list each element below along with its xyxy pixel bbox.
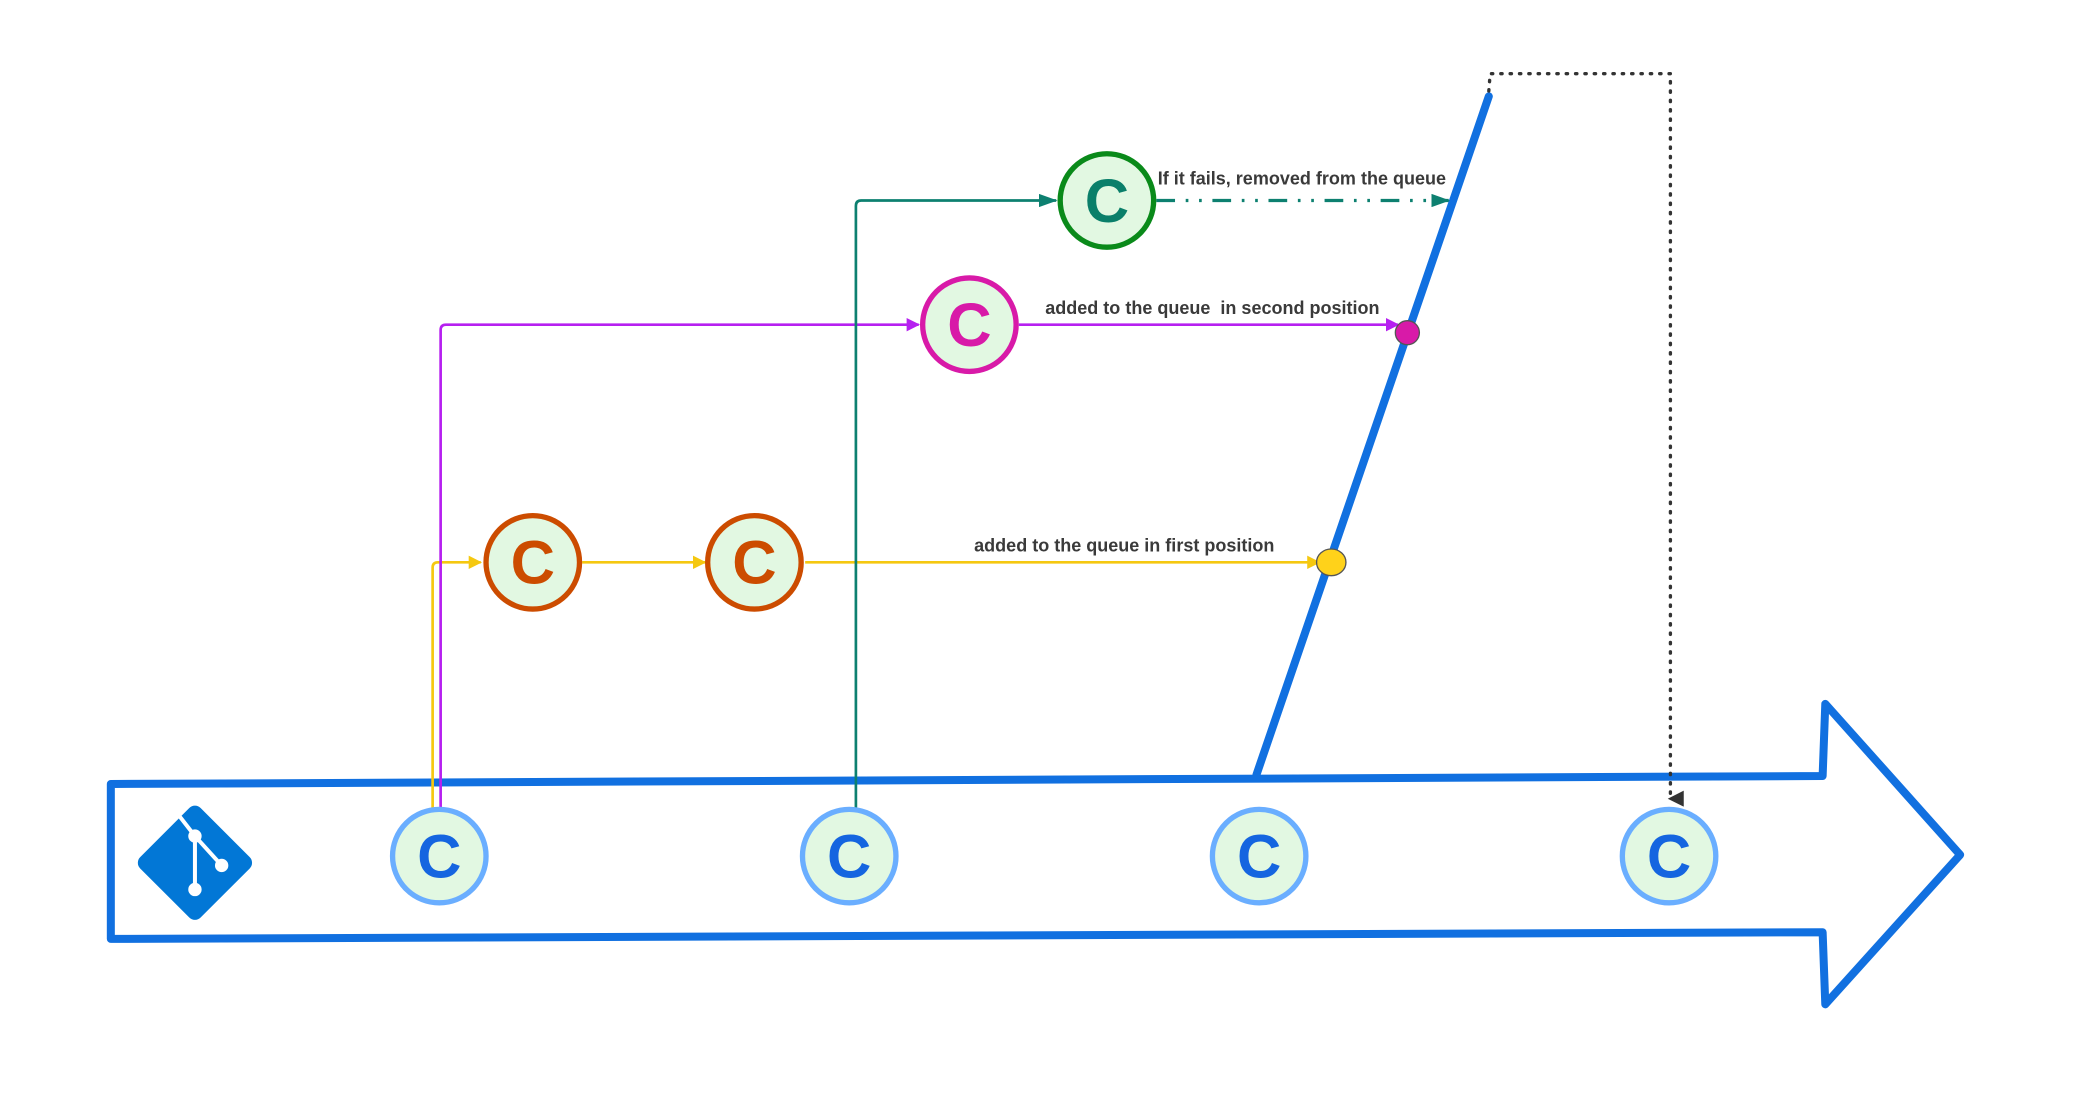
commit-letter: C	[511, 529, 555, 598]
commit-letter: C	[732, 529, 776, 598]
yellow-branch-line	[431, 555, 483, 809]
magenta-feature-commit[interactable]: C	[919, 275, 1019, 375]
merge-queue-line	[1252, 92, 1493, 779]
merge-return-dotted-arrow	[1487, 71, 1684, 807]
orange-feature-commit[interactable]: C	[705, 512, 804, 612]
commit-letter: C	[417, 822, 461, 891]
git-logo-icon	[137, 805, 253, 920]
teal-branch-line	[854, 193, 1058, 809]
commit-letter: C	[1237, 822, 1281, 891]
purple-branch-line	[439, 317, 920, 809]
main-commit[interactable]: C	[389, 806, 489, 906]
commit-letter: C	[827, 822, 871, 891]
main-commit[interactable]: C	[1209, 806, 1309, 906]
orange-feature-commit[interactable]: C	[483, 512, 583, 612]
queue-position-second-dot	[1394, 320, 1421, 346]
main-commit[interactable]: C	[799, 806, 899, 906]
fail-label: If it fails, removed from the queue	[1158, 168, 1446, 188]
queue-position-first-dot	[1315, 548, 1347, 577]
main-branch-arrow	[106, 699, 1965, 1009]
commit-letter: C	[1085, 167, 1129, 236]
commit-letter: C	[947, 291, 991, 360]
commit-letter: C	[1647, 822, 1691, 891]
main-commit[interactable]: C	[1619, 806, 1719, 906]
green-feature-commit[interactable]: C	[1057, 151, 1157, 250]
first-position-label: added to the queue in first position	[974, 536, 1274, 556]
second-position-label: added to the queue in second position	[1045, 298, 1379, 318]
